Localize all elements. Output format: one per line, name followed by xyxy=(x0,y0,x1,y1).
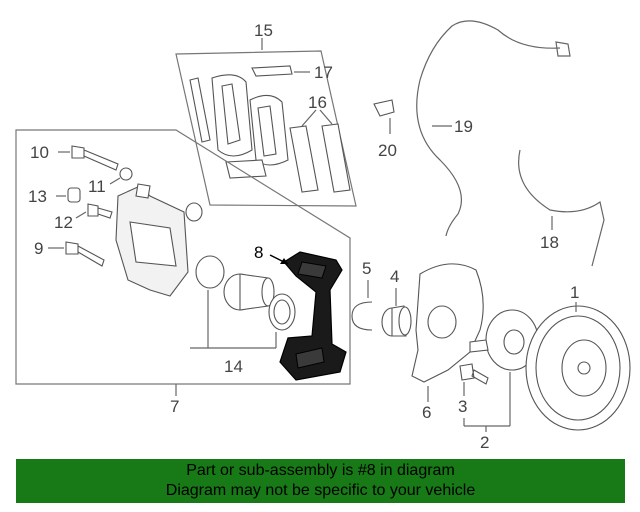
label-7[interactable]: 7 xyxy=(170,397,179,416)
label-12[interactable]: 12 xyxy=(54,213,73,232)
label-4[interactable]: 4 xyxy=(390,267,399,286)
brake-hose-18-icon xyxy=(518,149,605,267)
pad-kit-box xyxy=(175,50,357,207)
abs-sensor-cable-19-icon xyxy=(416,20,561,237)
label-10[interactable]: 10 xyxy=(30,143,49,162)
bearing-4-icon xyxy=(381,305,412,337)
bolt-9-icon xyxy=(65,241,105,267)
label-15[interactable]: 15 xyxy=(254,21,273,40)
bolt-10-icon xyxy=(71,145,119,171)
label-3[interactable]: 3 xyxy=(458,397,467,416)
caliper-bracket-8-icon xyxy=(279,251,347,381)
banner-line-2: Diagram may not be specific to your vehi… xyxy=(165,482,476,499)
info-banner: Part or sub-assembly is #8 in diagram Di… xyxy=(16,459,625,503)
clip-17-icon xyxy=(251,65,293,77)
label-5[interactable]: 5 xyxy=(362,259,371,278)
parts-diagram: 15 17 16 7 10 11 13 12 9 xyxy=(15,20,631,452)
label-18[interactable]: 18 xyxy=(540,233,559,252)
brake-pads-icon xyxy=(189,74,289,166)
label-14[interactable]: 14 xyxy=(224,357,243,376)
label-19[interactable]: 19 xyxy=(454,117,473,136)
label-6[interactable]: 6 xyxy=(422,403,431,422)
label-2[interactable]: 2 xyxy=(480,433,489,452)
cap-11-icon xyxy=(119,167,133,181)
hub-icon xyxy=(469,309,539,371)
caliper-box xyxy=(15,129,351,385)
label-8[interactable]: 8 xyxy=(254,243,263,262)
clip-bottom-icon xyxy=(225,159,267,179)
shims-16-icon xyxy=(289,123,351,193)
label-13[interactable]: 13 xyxy=(28,187,47,206)
piston-icon xyxy=(223,273,275,311)
seal-ring-icon xyxy=(195,255,225,289)
snap-ring-5-icon xyxy=(351,301,373,331)
label-17[interactable]: 17 xyxy=(314,63,333,82)
label-11[interactable]: 11 xyxy=(88,177,106,196)
boot-13-icon xyxy=(67,187,81,203)
bolt-12-icon xyxy=(87,203,113,219)
brake-rotor-1-icon xyxy=(525,305,631,431)
label-1[interactable]: 1 xyxy=(570,283,579,302)
banner-line-1: Part or sub-assembly is #8 in diagram xyxy=(186,462,455,479)
label-20[interactable]: 20 xyxy=(378,141,397,160)
boot-ring-icon xyxy=(185,202,203,222)
label-9[interactable]: 9 xyxy=(34,239,43,258)
bracket-20-icon xyxy=(373,99,395,117)
caliper-body-icon xyxy=(115,183,189,297)
wheel-bolt-3-icon xyxy=(459,363,489,385)
label-16[interactable]: 16 xyxy=(308,93,327,112)
